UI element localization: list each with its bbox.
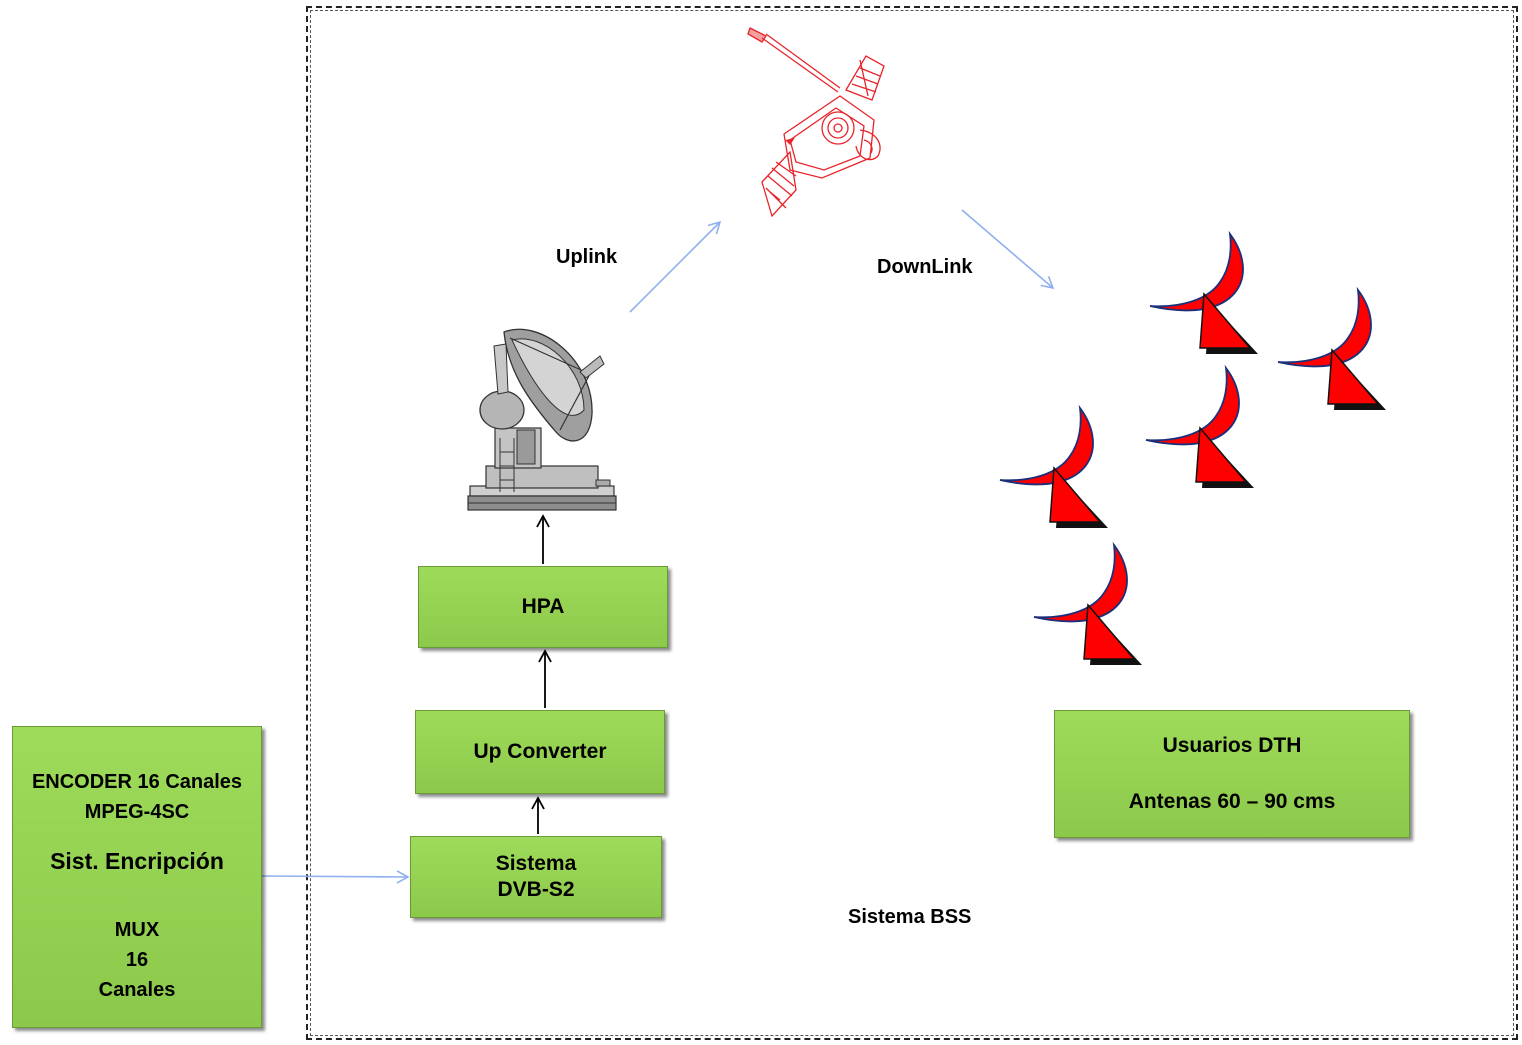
encoder-line: MUX [114,919,160,941]
encoder-line: MPEG-4SC [84,801,190,823]
dvb-line: Sistema [495,852,577,875]
user-antenna-icon [1145,367,1255,489]
bss-system-boundary [306,6,1518,1040]
dth-line: Antenas 60 – 90 cms [1128,790,1336,813]
dvb-s2-box: Sistema DVB-S2 [410,836,662,918]
satellite-icon [747,27,885,218]
user-antenna-icon [1149,233,1259,355]
hpa-box: HPA [418,566,668,648]
system-bss-label: Sistema BSS [848,906,972,928]
encoder-line: ENCODER 16 Canales [31,771,243,793]
dth-users-box: Usuarios DTH Antenas 60 – 90 cms [1054,710,1410,838]
dth-line: Usuarios DTH [1162,734,1302,757]
user-antenna-icon [999,407,1109,529]
user-antenna-icon [1277,289,1387,411]
encoder-line: Canales [98,979,176,1001]
uplink-label: Uplink [556,246,618,268]
earth-station-antenna-icon [467,328,617,511]
bss-system-boundary-inner [310,10,1514,1036]
encoder-line: 16 [125,949,149,971]
encoder-to-dvb-arrow [261,870,410,884]
up-converter-box: Up Converter [415,710,665,794]
up-converter-label: Up Converter [473,740,607,763]
uplink-arrow [629,220,722,313]
hpa-label: HPA [521,595,565,618]
downlink-label: DownLink [877,256,973,278]
dvb-line: DVB-S2 [497,878,575,901]
encoder-line: Sist. Encripción [50,848,224,874]
downlink-arrow [961,209,1055,290]
user-antenna-icon [1033,544,1143,666]
encoder-mux-box: ENCODER 16 Canales MPEG-4SC Sist. Encrip… [12,726,262,1028]
